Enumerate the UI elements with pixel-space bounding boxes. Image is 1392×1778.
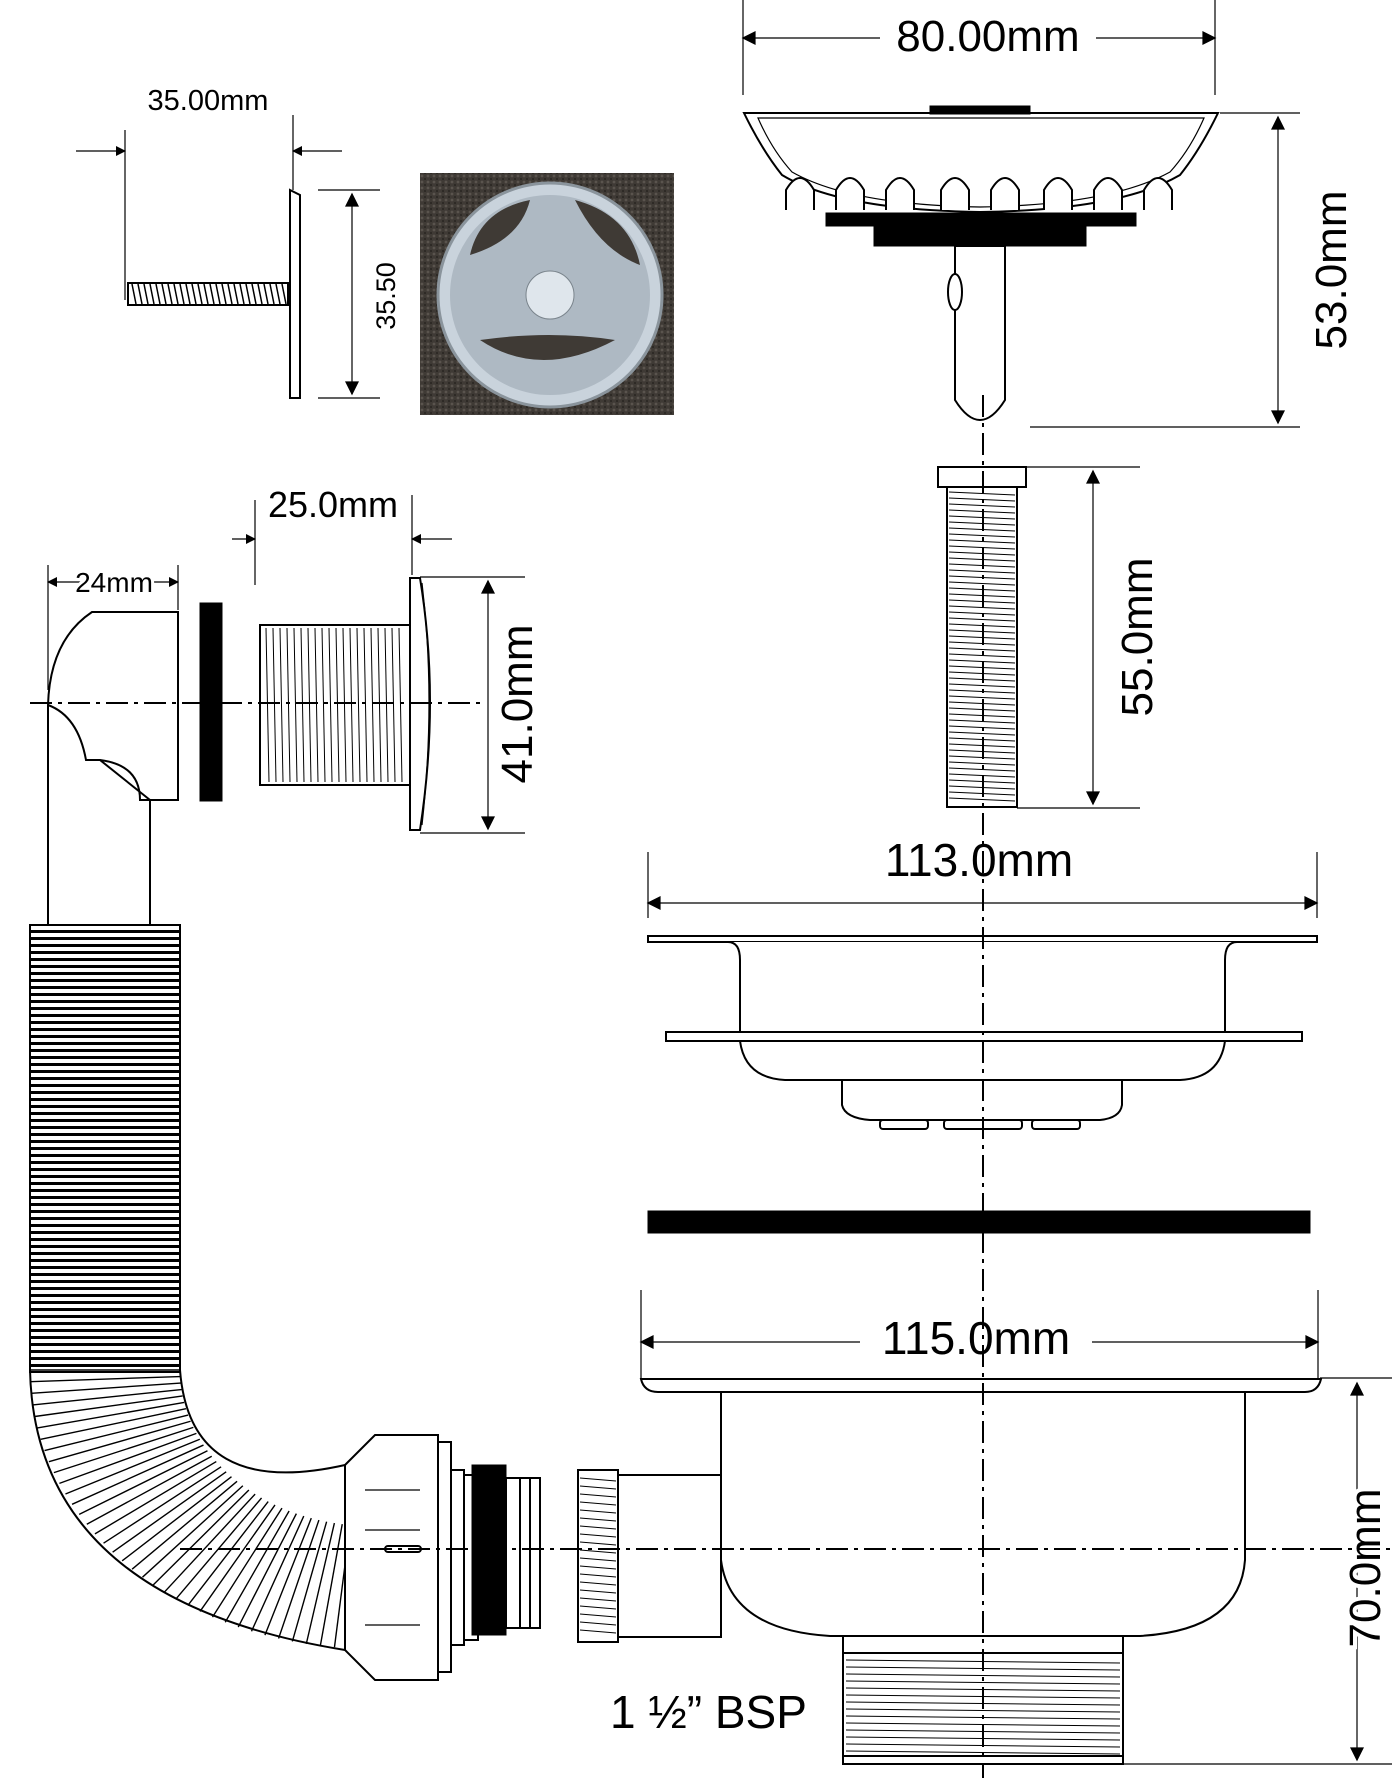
waste-body: 1 ½” BSP 70.0mm [577, 1377, 1392, 1765]
long-screw: 55.0mm [937, 466, 1162, 809]
overflow-diameter-label: 41.0mm [493, 625, 542, 784]
overflow-grate-photo [420, 173, 674, 415]
overflow-bolt: 35.00mm 35.50 [76, 85, 401, 399]
union-nut [344, 1434, 541, 1681]
connector-length-label: 25.0mm [268, 484, 398, 525]
overflow-connector: 25.0mm 24mm 41.0mm [30, 484, 542, 925]
basket-height-label: 53.0mm [1307, 191, 1356, 350]
basket-width-label: 80.00mm [896, 12, 1079, 61]
bolt-length-label: 35.00mm [148, 85, 269, 117]
elbow-width-label: 24mm [75, 567, 153, 598]
body-height-label: 70.0mm [1341, 1489, 1390, 1648]
corrugated-hose [29, 924, 367, 1651]
basket-strainer: 80.00mm 53.0mm [741, 0, 1356, 428]
flange-top-label: 113.0mm [885, 834, 1073, 886]
screw-length-label: 55.0mm [1113, 558, 1162, 717]
sink-flange: 113.0mm 115.0mm [639, 829, 1320, 1380]
flange-bottom-label: 115.0mm [882, 1312, 1070, 1364]
thread-label: 1 ½” BSP [610, 1686, 807, 1738]
bolt-head-label: 35.50 [371, 262, 401, 330]
